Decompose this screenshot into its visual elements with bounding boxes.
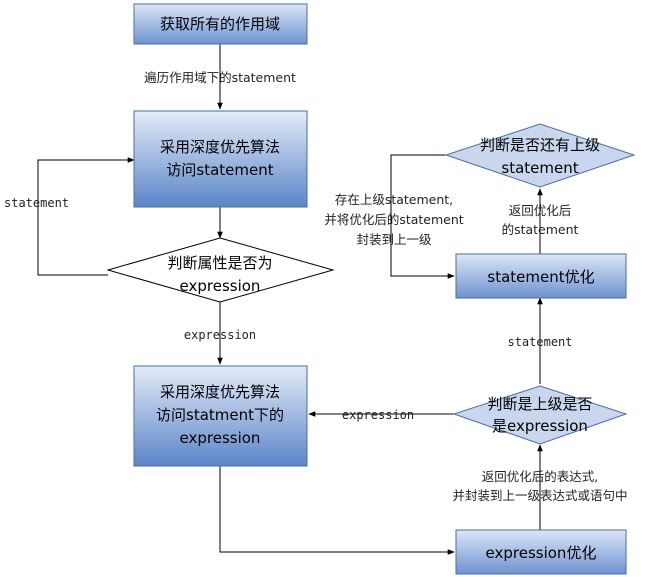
edge-loop-statement bbox=[37, 157, 135, 276]
node-judge-expression: 判断属性是否为 expression bbox=[106, 237, 335, 303]
node-judge-parent-stmt-line2: statement bbox=[501, 159, 578, 177]
edge-label-return-stmt-1: 返回优化后 bbox=[509, 203, 572, 218]
node-statement-opt: statement优化 bbox=[455, 253, 627, 299]
node-judge-parent-stmt: 判断是否还有上级 statement bbox=[444, 123, 636, 188]
node-judge-expression-line2: expression bbox=[180, 277, 261, 295]
node-dfs-expression-line2: 访问statment下的 bbox=[156, 406, 284, 424]
node-dfs-expression: 采用深度优先算法 访问statment下的 expression bbox=[133, 365, 308, 467]
edge-label-has-parent-1: 存在上级statement, bbox=[335, 192, 453, 207]
node-dfs-expression-line1: 采用深度优先算法 bbox=[160, 383, 280, 401]
edge-label-traverse-scope: 遍历作用域下的statement bbox=[144, 70, 296, 85]
node-dfs-statement: 采用深度优先算法 访问statement bbox=[133, 110, 308, 208]
node-get-scopes-label: 获取所有的作用域 bbox=[160, 15, 280, 33]
edge-label-return-stmt-2: 的statement bbox=[502, 222, 579, 237]
edge-has-parent bbox=[390, 154, 455, 279]
node-judge-parent-expr: 判断是上级是否 是expression bbox=[452, 385, 628, 445]
edge-label-back-expression: expression bbox=[342, 408, 414, 422]
node-get-scopes: 获取所有的作用域 bbox=[133, 3, 308, 45]
node-statement-opt-label: statement优化 bbox=[487, 268, 594, 286]
node-dfs-statement-line2: 访问statement bbox=[166, 161, 273, 179]
edge-label-has-parent-3: 封装到上一级 bbox=[356, 232, 432, 247]
node-judge-parent-stmt-line1: 判断是否还有上级 bbox=[480, 136, 600, 154]
edge-label-up-statement: statement bbox=[507, 335, 572, 349]
node-expression-opt-label: expression优化 bbox=[486, 544, 597, 562]
connectors bbox=[37, 44, 543, 555]
edge-expression-to-opt bbox=[219, 466, 455, 555]
node-dfs-statement-line1: 采用深度优先算法 bbox=[160, 138, 280, 156]
edge-label-has-parent-2: 并将优化后的statement bbox=[324, 212, 463, 227]
node-judge-parent-expr-line1: 判断是上级是否 bbox=[487, 395, 592, 413]
node-expression-opt: expression优化 bbox=[455, 529, 627, 575]
node-dfs-expression-line3: expression bbox=[180, 429, 261, 447]
edge-label-return-expr-1: 返回优化后的表达式, bbox=[482, 469, 598, 484]
edge-label-is-expression: expression bbox=[184, 328, 256, 342]
edge-label-return-expr-2: 并封装到上一级表达式或语句中 bbox=[452, 488, 627, 503]
node-judge-expression-line1: 判断属性是否为 bbox=[167, 254, 272, 272]
edge-label-loop-statement: statement bbox=[4, 196, 69, 210]
node-judge-parent-expr-line2: 是expression bbox=[492, 417, 588, 435]
